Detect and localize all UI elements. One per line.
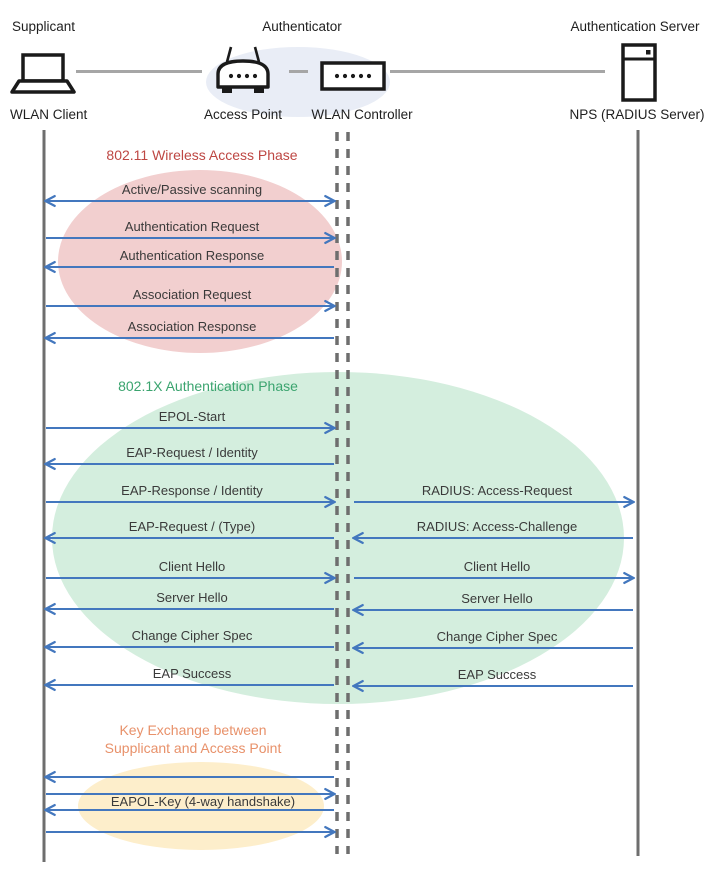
role-label-authenticator: Authenticator (262, 19, 342, 34)
phase-title-80211: 802.11 Wireless Access Phase (106, 147, 298, 163)
node-label-nps-radius-server: NPS (RADIUS Server) (569, 107, 705, 122)
connector-line-ap-controller (289, 70, 308, 73)
phase-title-8021x: 802.1X Authentication Phase (118, 378, 298, 394)
wlan-controller-icon (320, 61, 386, 96)
access-point-icon (214, 45, 272, 102)
server-icon (620, 43, 658, 108)
node-label-wlan-controller: WLAN Controller (311, 107, 413, 122)
phase-title-key-exchange: Key Exchange between Supplicant and Acce… (104, 722, 282, 756)
role-label-authentication-server: Authentication Server (570, 19, 700, 34)
role-label-supplicant: Supplicant (12, 19, 76, 34)
laptop-icon (10, 52, 76, 101)
connector-line-controller-server (390, 70, 605, 73)
node-label-wlan-client: WLAN Client (10, 107, 88, 122)
connector-line-client-ap (76, 70, 202, 73)
node-label-access-point: Access Point (203, 107, 283, 122)
